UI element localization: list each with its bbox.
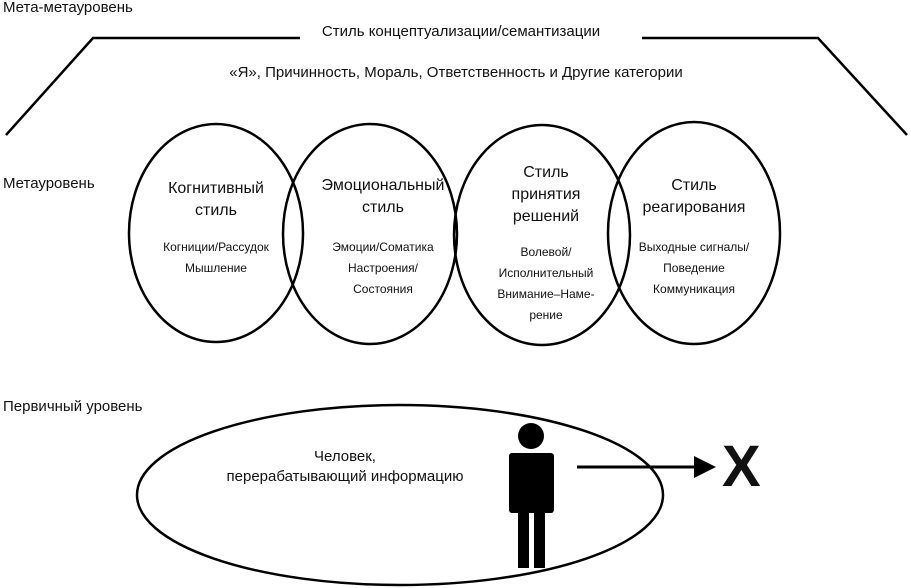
reaction-style-detail-line: Коммуникация [653, 282, 735, 296]
emotional-style-ellipse [281, 122, 459, 346]
cognitive-style-ellipse [127, 122, 305, 344]
primary-level-label: Первичный уровень [3, 398, 143, 415]
output-arrow [577, 456, 716, 478]
decision-style-title-line: решений [512, 208, 580, 225]
target-x-symbol: X [722, 434, 761, 499]
meta-meta-bracket-left [5, 36, 300, 136]
cognitive-style-text: Когнитивный стиль Когниции/Рассудок Мышл… [136, 178, 296, 279]
emotional-style-detail-line: Настроения/ [347, 261, 419, 275]
cognitive-style-detail-line: Когниции/Рассудок [163, 240, 269, 254]
reaction-style-title-line: Стиль [671, 177, 717, 194]
conceptualization-style-title: Стиль концептуализации/семантизации [321, 23, 601, 40]
cognitive-style-title-line: Когнитивный [168, 180, 264, 197]
emotional-style-title-line: стиль [362, 199, 404, 216]
emotional-style-text: Эмоциональный стиль Эмоции/Соматика Наст… [303, 175, 463, 300]
person-label-line: перерабатывающий информацию [226, 468, 464, 485]
reaction-style-title-line: реагирования [642, 199, 746, 216]
emotional-style-detail-line: Эмоции/Соматика [332, 240, 434, 254]
decision-style-detail-line: Внимание–Наме- [497, 287, 595, 301]
meta-level-label: Метауровень [3, 175, 95, 192]
meta-meta-bracket-right [642, 36, 908, 136]
decision-style-ellipse [452, 123, 632, 347]
decision-style-detail-line: Волевой/ [520, 245, 572, 259]
emotional-style-detail-line: Состояния [353, 282, 413, 296]
person-label-line: Человек, [314, 448, 376, 465]
decision-style-title-line: принятия [511, 186, 581, 203]
decision-style-detail-line: рение [529, 308, 563, 322]
decision-style-title-line: Стиль [523, 164, 569, 181]
semantic-categories: «Я», Причинность, Мораль, Ответственност… [229, 64, 683, 81]
person-icon [509, 423, 554, 568]
meta-meta-level-label: Мета-метауровень [3, 0, 133, 16]
cognitive-style-title-line: стиль [195, 202, 237, 219]
emotional-style-title-line: Эмоциональный [321, 177, 445, 194]
reaction-style-text: Стиль реагирования Выходные сигналы/ Пов… [614, 175, 774, 300]
reaction-style-detail-line: Выходные сигналы/ [638, 240, 750, 254]
decision-style-detail-line: Исполнительный [498, 266, 594, 280]
decision-style-text: Стиль принятия решений Волевой/ Исполнит… [466, 162, 626, 326]
cognitive-style-detail-line: Мышление [185, 261, 247, 275]
primary-level-ellipse [135, 403, 665, 587]
person-label: Человек, перерабатывающий информацию [215, 447, 475, 487]
reaction-style-ellipse [606, 120, 782, 346]
reaction-style-detail-line: Поведение [663, 261, 725, 275]
